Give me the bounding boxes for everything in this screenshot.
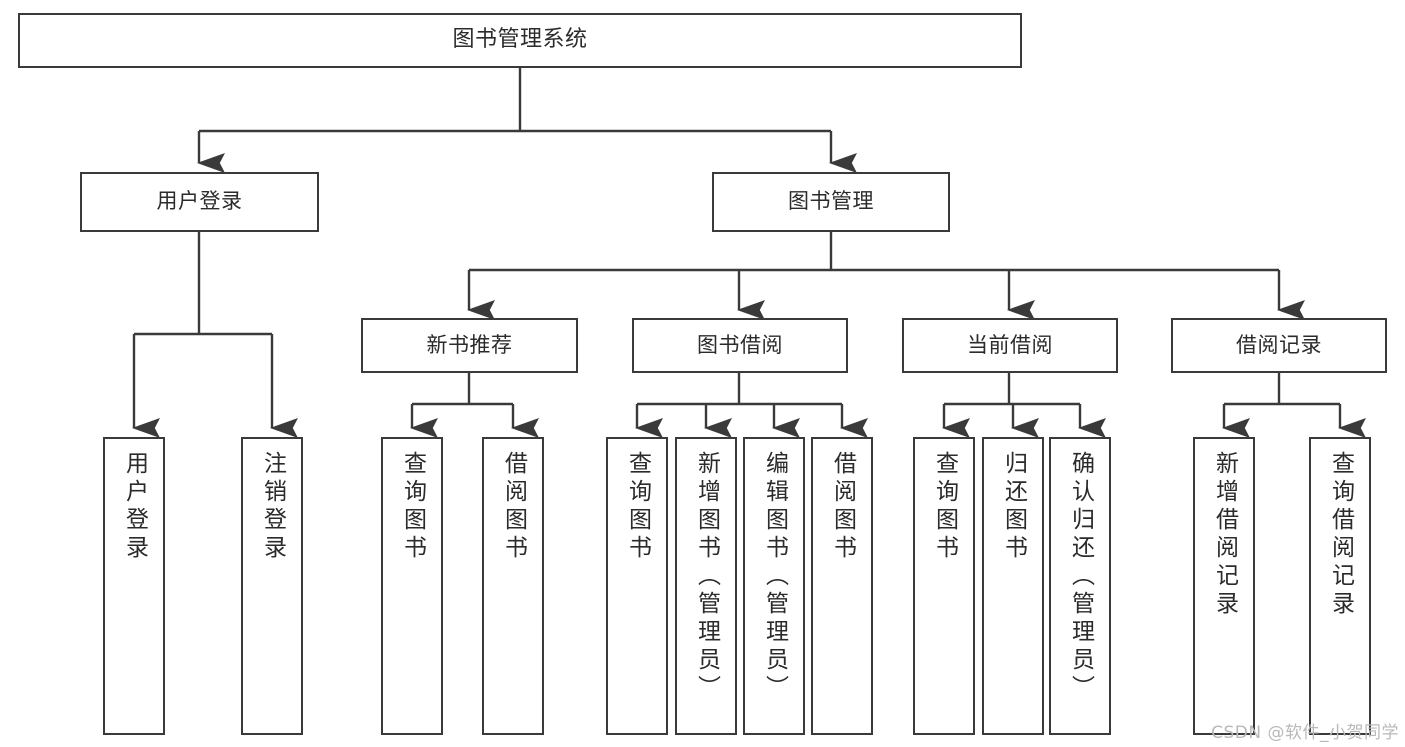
- leaf-book-borrow-query-book[interactable]: 查询图书: [606, 437, 668, 735]
- leaf-book-borrow-edit-book-admin[interactable]: 编辑图书（管理员）: [743, 437, 805, 735]
- node-label: 查询图书: [624, 451, 651, 563]
- node-label: 新书推荐: [426, 332, 513, 357]
- leaf-user-login-login[interactable]: 用户登录: [103, 437, 165, 735]
- leaf-user-login-logout[interactable]: 注销登录: [241, 437, 303, 735]
- node-book-borrow[interactable]: 图书借阅: [632, 318, 848, 373]
- node-book-management[interactable]: 图书管理: [712, 172, 950, 232]
- node-label: 查询图书: [931, 451, 958, 563]
- node-current-borrow[interactable]: 当前借阅: [902, 318, 1118, 373]
- leaf-current-borrow-return-book[interactable]: 归还图书: [982, 437, 1044, 735]
- node-label: 新增图书（管理员）: [693, 451, 720, 703]
- node-label: 借阅图书: [829, 451, 856, 563]
- leaf-new-book-borrow-book[interactable]: 借阅图书: [482, 437, 544, 735]
- node-label: 用户登录: [156, 189, 243, 214]
- node-label: 图书借阅: [697, 332, 783, 357]
- node-label: 借阅图书: [500, 451, 527, 563]
- node-root-book-management-system[interactable]: 图书管理系统: [18, 13, 1022, 68]
- leaf-book-borrow-borrow-book[interactable]: 借阅图书: [811, 437, 873, 735]
- node-label: 查询图书: [399, 451, 426, 563]
- node-label: 用户登录: [121, 451, 148, 563]
- leaf-new-book-query-book[interactable]: 查询图书: [381, 437, 443, 735]
- node-label: 图书管理系统: [452, 27, 588, 53]
- leaf-current-borrow-query-book[interactable]: 查询图书: [913, 437, 975, 735]
- node-label: 新增借阅记录: [1211, 451, 1238, 619]
- node-label: 借阅记录: [1236, 332, 1322, 357]
- watermark-text: CSDN @软件_小贺同学: [1211, 723, 1399, 743]
- leaf-borrow-record-query-record[interactable]: 查询借阅记录: [1309, 437, 1371, 735]
- leaf-book-borrow-add-book-admin[interactable]: 新增图书（管理员）: [675, 437, 737, 735]
- node-new-book-recommend[interactable]: 新书推荐: [361, 318, 578, 373]
- node-label: 当前借阅: [967, 332, 1053, 357]
- node-label: 归还图书: [1000, 451, 1027, 563]
- node-user-login[interactable]: 用户登录: [80, 172, 319, 232]
- node-borrow-record[interactable]: 借阅记录: [1171, 318, 1387, 373]
- leaf-borrow-record-add-record[interactable]: 新增借阅记录: [1193, 437, 1255, 735]
- node-label: 确认归还（管理员）: [1067, 451, 1094, 703]
- node-label: 注销登录: [259, 451, 286, 563]
- node-label: 编辑图书（管理员）: [761, 451, 788, 703]
- node-label: 查询借阅记录: [1327, 451, 1354, 619]
- leaf-current-borrow-confirm-return-admin[interactable]: 确认归还（管理员）: [1049, 437, 1111, 735]
- node-label: 图书管理: [788, 189, 874, 214]
